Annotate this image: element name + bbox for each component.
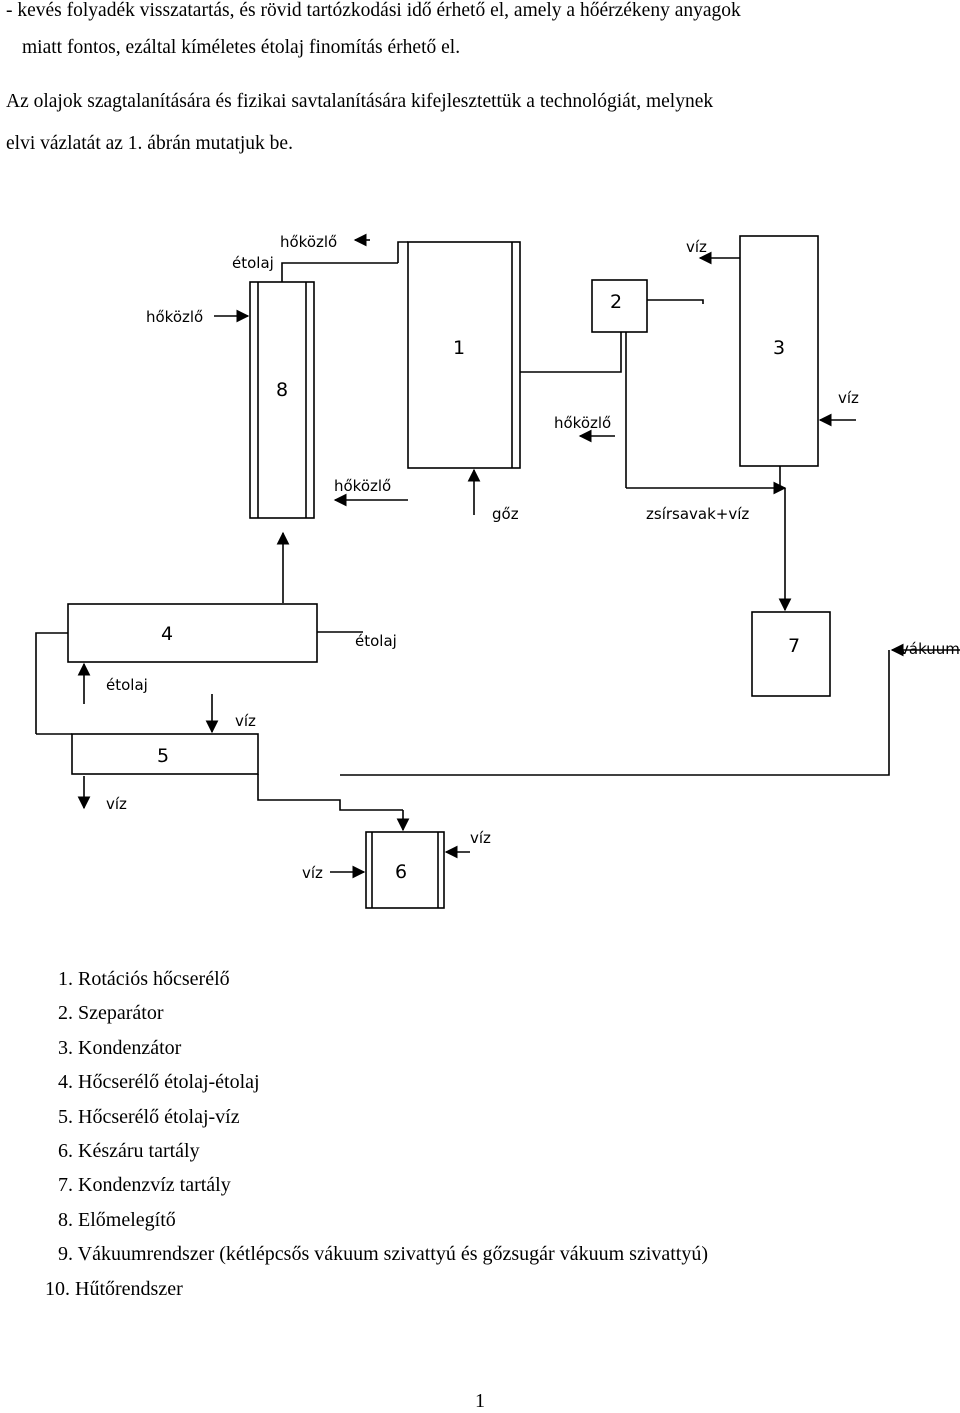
line-1-to-2 [520, 332, 622, 373]
legend-item: 7. Kondenzvíz tartály [38, 1168, 708, 1202]
label-vakuum: vákuum [900, 640, 960, 658]
label-hokozlo-top: hőközlő [280, 233, 337, 251]
label-etolaj-in: étolaj [106, 676, 148, 694]
unit-2-box [591, 279, 648, 333]
label-viz-5-in: víz [235, 712, 256, 730]
legend-item-number: 10. [45, 1277, 70, 1300]
label-viz-5-out: víz [106, 795, 127, 813]
legend-item-text: Készáru tartály [78, 1140, 200, 1163]
line-1-inlet [397, 241, 408, 263]
legend-item-number: 2. [58, 1002, 73, 1025]
intro-line-4: elvi vázlatát az 1. ábrán mutatjuk be. [6, 133, 293, 154]
unit-4-number: 4 [161, 623, 173, 645]
legend-item: 2. Szeparátor [38, 996, 708, 1030]
legend-item-text: Hőcserélő étolaj-étolaj [78, 1071, 260, 1094]
unit-3-box [739, 235, 819, 467]
label-viz-6-in: víz [302, 864, 323, 882]
legend-item-text: Kondenzátor [78, 1036, 182, 1059]
label-hokozlo-bottom: hőközlő [334, 477, 391, 495]
line-5-to-6 [257, 774, 403, 811]
label-goz: gőz [492, 505, 519, 523]
unit-8-number: 8 [276, 379, 288, 401]
legend-item-number: 7. [58, 1174, 73, 1197]
line-8-to-1 [281, 262, 398, 282]
unit-3-number: 3 [773, 337, 785, 359]
legend-item: 3. Kondenzátor [38, 1031, 708, 1065]
legend-item: 4. Hőcserélő étolaj-étolaj [38, 1065, 708, 1099]
label-etolaj-top: étolaj [232, 254, 274, 272]
unit-6-box [365, 831, 445, 909]
legend-item-text: Hűtőrendszer [75, 1277, 183, 1300]
label-etolaj-4: étolaj [355, 632, 397, 650]
legend-item-number: 9. [58, 1243, 73, 1266]
legend-item-text: Rotációs hőcserélő [78, 968, 230, 990]
intro-line-1: - kevés folyadék visszatartás, és rövid … [6, 0, 741, 21]
label-viz-right: víz [838, 389, 859, 407]
legend-item-number: 6. [58, 1140, 73, 1163]
label-hokozlo-left: hőközlő [146, 308, 203, 326]
unit-1-box [407, 241, 521, 469]
unit-7-box [751, 611, 831, 697]
unit-7-number: 7 [788, 635, 800, 657]
legend-item-text: Kondenzvíz tartály [78, 1174, 231, 1197]
intro-line-2: miatt fontos, ezáltal kíméletes étolaj f… [22, 37, 461, 58]
legend-item-text: Hőcserélő étolaj-víz [78, 1105, 240, 1128]
legend-item: 5. Hőcserélő étolaj-víz [38, 1100, 708, 1134]
intro-line-3: Az olajok szagtalanítására és fizikai sa… [6, 91, 714, 112]
label-hokozlo-mid: hőközlő [554, 414, 611, 432]
legend-item: 6. Készáru tartály [38, 1134, 708, 1168]
unit-1-number: 1 [453, 337, 465, 359]
legend-item: 10. Hűtőrendszer [38, 1272, 708, 1306]
legend-item-number: 5. [58, 1105, 73, 1128]
line-2-to-3 [647, 299, 704, 304]
legend-item-number: 8. [58, 1208, 73, 1231]
unit-5-box [71, 733, 259, 775]
unit-5-number: 5 [157, 745, 169, 767]
unit-4-box [67, 603, 318, 663]
legend-item-text: Szeparátor [78, 1002, 164, 1025]
process-flow-diagram: 8 1 2 3 4 5 6 7 hőközlő étolaj hőközlő v… [35, 233, 960, 909]
label-viz-6-out: víz [470, 829, 491, 847]
unit-6-number: 6 [395, 861, 407, 883]
legend-item-text: Előmelegítő [78, 1208, 176, 1231]
line-vacuum-loop [340, 650, 890, 776]
legend-item-number: 1. [58, 968, 73, 990]
label-zsirsavak-viz: zsírsavak+víz [646, 505, 749, 523]
legend-item: 1. Rotációs hőcserélő [38, 962, 708, 996]
legend-item-text: Vákuumrendszer (kétlépcsős vákuum szivat… [77, 1243, 709, 1266]
line-4-to-5 [35, 632, 68, 734]
legend-item-number: 4. [58, 1071, 73, 1094]
page-number: 1 [475, 1390, 485, 1412]
legend-item-number: 3. [58, 1036, 73, 1059]
legend-item: 8. Előmelegítő [38, 1203, 708, 1237]
label-viz-top: víz [686, 238, 707, 256]
legend-item: 9. Vákuumrendszer (kétlépcsős vákuum szi… [38, 1237, 708, 1271]
unit-2-number: 2 [610, 291, 622, 313]
